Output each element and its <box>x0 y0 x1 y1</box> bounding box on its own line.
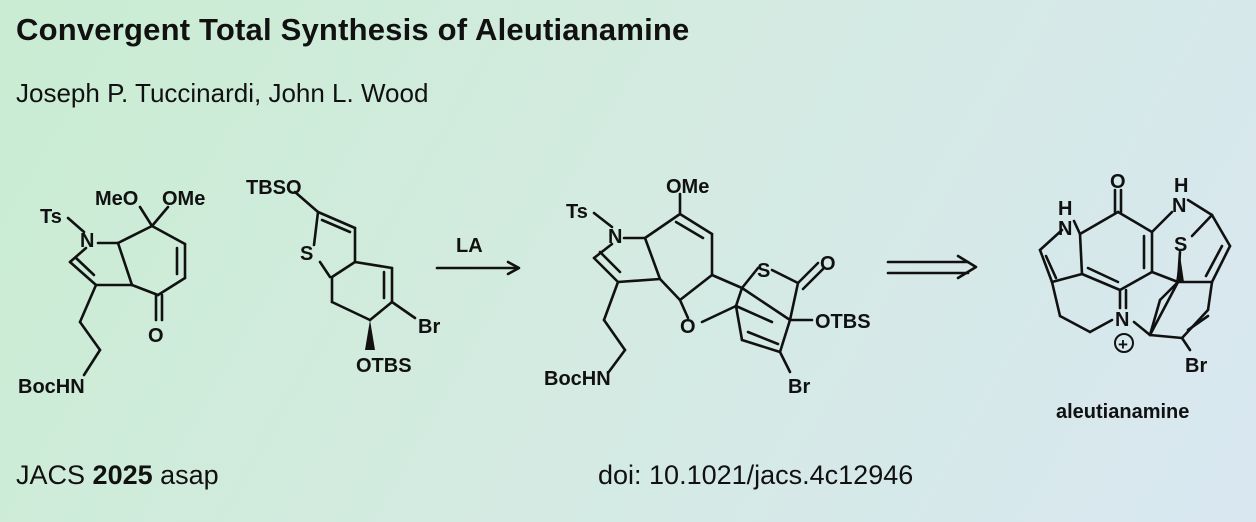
ts-label-2: Ts <box>566 201 588 223</box>
tbso-label: TBSO <box>246 177 302 199</box>
thioester-o-label: O <box>820 253 836 275</box>
journal-name: JACS <box>16 460 86 490</box>
reaction-arrow <box>435 260 521 276</box>
ome-label-2: OMe <box>666 176 709 198</box>
nh2-n-label: N <box>1172 195 1186 217</box>
product-name: aleutianamine <box>1056 401 1189 423</box>
retrosynthetic-arrow <box>886 254 978 280</box>
furan-o-label: O <box>680 316 696 338</box>
reagent-label: LA <box>456 235 483 257</box>
ome-label: OMe <box>162 188 205 210</box>
s-label-3: S <box>1174 234 1187 256</box>
br-label-2: Br <box>788 376 810 398</box>
quinone-o-label: O <box>1110 171 1126 193</box>
br-label: Br <box>418 316 440 338</box>
ketone-o-label: O <box>148 325 164 347</box>
n-label-2: N <box>608 226 622 248</box>
s-label-2: S <box>757 260 770 282</box>
charge-circle <box>1114 333 1134 353</box>
s-label: S <box>300 243 313 265</box>
authors: Joseph P. Tuccinardi, John L. Wood <box>16 78 429 108</box>
bochn-label: BocHN <box>18 376 85 398</box>
nh-n-label: N <box>1058 218 1072 240</box>
bochn-label-2: BocHN <box>544 368 611 390</box>
page-title: Convergent Total Synthesis of Aleutianam… <box>16 12 690 47</box>
stereo-wedge <box>1176 255 1184 282</box>
ts-label: Ts <box>40 206 62 228</box>
journal-citation: JACS 2025 asap <box>16 460 219 491</box>
otbs-label: OTBS <box>356 355 412 377</box>
meo-label: MeO <box>95 188 138 210</box>
intermediate-structure <box>592 192 825 375</box>
starting-material-indole <box>66 205 187 377</box>
br-label-3: Br <box>1185 355 1207 377</box>
doi-link[interactable]: doi: 10.1021/jacs.4c12946 <box>598 460 914 490</box>
nh-h-label: H <box>1058 198 1072 220</box>
nh2-h-label: H <box>1174 175 1188 197</box>
plus-label: + <box>1118 335 1128 354</box>
journal-status: asap <box>160 460 219 490</box>
otbs-label-2: OTBS <box>815 311 871 333</box>
journal-year: 2025 <box>92 460 153 490</box>
wedge-bond <box>365 320 375 350</box>
starting-material-thiophene <box>293 190 417 322</box>
iminium-n-label: N <box>1115 309 1129 331</box>
n-label: N <box>80 230 94 252</box>
